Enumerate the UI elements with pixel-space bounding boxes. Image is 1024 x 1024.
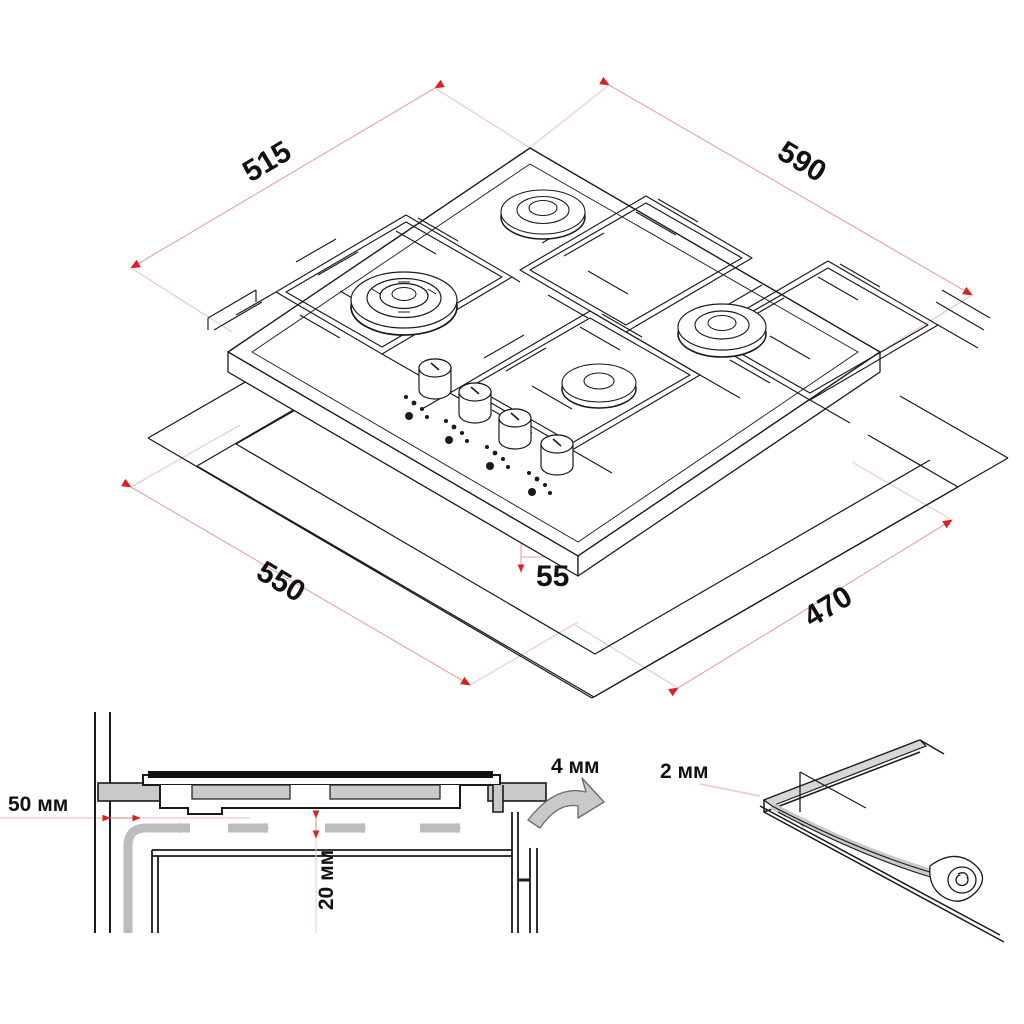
gasket-plate-inner: [799, 771, 867, 809]
control-knob-1[interactable]: [418, 358, 452, 400]
label-20mm: 20 мм: [315, 850, 338, 910]
control-knobs-group[interactable]: [404, 358, 574, 496]
hob-body: [227, 147, 881, 577]
gasket-detail-group: 2 мм: [660, 739, 1005, 943]
worktop-cutout-outline: [147, 368, 1009, 699]
dim-label-55: 55: [536, 560, 569, 593]
section-burner-pan-left: [191, 784, 291, 800]
section-cabinet: [151, 812, 538, 933]
gasket-strip-outline: [771, 805, 931, 873]
label-2mm: 2 мм: [660, 760, 709, 783]
section-mounting-leg: [492, 785, 504, 813]
dim-line-590: [599, 76, 973, 296]
burners-group: [350, 189, 767, 409]
vent-direction-arrow: [527, 777, 605, 829]
control-knob-2[interactable]: [458, 382, 492, 424]
burner-left-large: [350, 271, 458, 336]
control-knob-3[interactable]: [498, 408, 532, 450]
knob-symbol-marks: [404, 395, 552, 496]
section-burner-pan-right: [329, 784, 441, 800]
hob-top-glass-edge: [148, 771, 493, 778]
section-wall: [94, 712, 111, 933]
burner-front-small: [561, 363, 637, 409]
section-gas-pipe: [123, 823, 190, 933]
dim-line-550: [121, 478, 471, 686]
burner-right: [677, 303, 767, 358]
burner-rear-center: [500, 189, 586, 240]
dim-line-515: [130, 79, 445, 269]
hob-front-right-face: [577, 351, 881, 577]
section-view-group: 50 мм 4 мм 20 мм: [0, 712, 605, 933]
gasket-strip-outline-2: [777, 811, 935, 879]
gasket-leader-line: [699, 783, 761, 797]
iso-view-group: 515 590 550 470 55: [121, 76, 1009, 699]
label-50mm: 50 мм: [8, 793, 68, 816]
control-knob-4[interactable]: [540, 434, 574, 476]
hob-surface-bevel: [251, 163, 859, 543]
section-hob-body: [142, 771, 504, 815]
label-4mm: 4 мм: [551, 755, 600, 778]
gasket-coil: [929, 855, 984, 902]
dim-line-470: [668, 519, 953, 697]
